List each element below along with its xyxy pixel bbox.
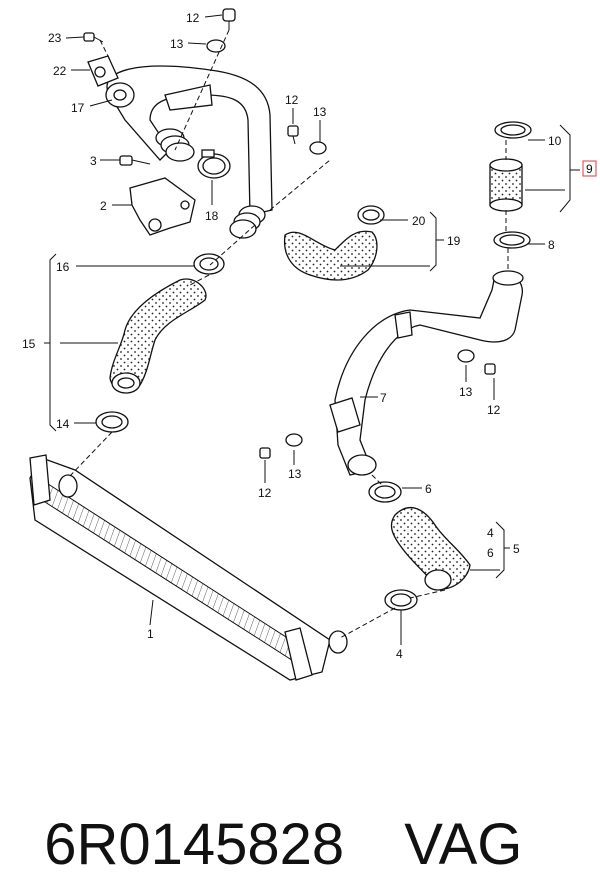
label-15: 15 — [22, 337, 36, 351]
label-2: 2 — [100, 199, 107, 213]
label-6-group: 6 — [487, 546, 494, 560]
label-17: 17 — [71, 101, 85, 115]
leader-lines — [44, 14, 580, 645]
bolt-12-mid — [287, 125, 327, 155]
label-13-left: 13 — [288, 467, 302, 481]
label-13: 13 — [170, 37, 184, 51]
upper-charge-pipe — [105, 65, 273, 239]
brand-name: VAG — [404, 812, 523, 877]
label-7: 7 — [380, 391, 387, 405]
bolt-3 — [119, 155, 151, 166]
label-22: 22 — [53, 64, 67, 78]
label-13-right: 13 — [459, 385, 473, 399]
label-19: 19 — [447, 234, 461, 248]
parts-diagram: 12 13 23 22 17 3 2 18 12 13 20 19 16 15 … — [22, 8, 597, 681]
label-6: 6 — [425, 482, 432, 496]
bolt-pair-right — [457, 349, 496, 375]
label-18: 18 — [205, 209, 219, 223]
label-9: 9 — [586, 162, 593, 176]
clamp-18 — [197, 149, 231, 179]
label-12-right: 12 — [487, 403, 501, 417]
label-1: 1 — [147, 627, 154, 641]
screw-23 — [83, 32, 104, 43]
part-caption: 6R0145828 VAG — [12, 725, 572, 877]
label-4: 4 — [396, 647, 403, 661]
label-23: 23 — [48, 31, 62, 45]
label-20: 20 — [412, 214, 426, 228]
intercooler — [29, 454, 348, 681]
bolt-pair-left — [259, 433, 303, 459]
label-3: 3 — [90, 154, 97, 168]
hose-5 — [368, 481, 471, 611]
label-12: 12 — [186, 11, 200, 25]
pipe-7 — [329, 270, 524, 476]
label-5: 5 — [513, 542, 520, 556]
label-12-left: 12 — [258, 486, 272, 500]
hose-15 — [95, 253, 225, 433]
part-number: 6R0145828 — [44, 812, 345, 877]
label-14: 14 — [56, 417, 70, 431]
sensor — [87, 55, 119, 87]
callout-labels: 12 13 23 22 17 3 2 18 12 13 20 19 16 15 … — [22, 11, 597, 661]
label-4-top: 4 — [487, 526, 494, 540]
label-9-highlight — [582, 160, 597, 177]
label-12-mid: 12 — [285, 93, 299, 107]
hose-9 — [489, 121, 532, 249]
hose-19 — [283, 205, 385, 281]
label-10: 10 — [548, 134, 562, 148]
label-13-mid: 13 — [313, 105, 327, 119]
bracket — [129, 177, 196, 236]
assembly-lines — [67, 29, 509, 639]
label-8: 8 — [548, 238, 555, 252]
label-16: 16 — [56, 260, 70, 274]
